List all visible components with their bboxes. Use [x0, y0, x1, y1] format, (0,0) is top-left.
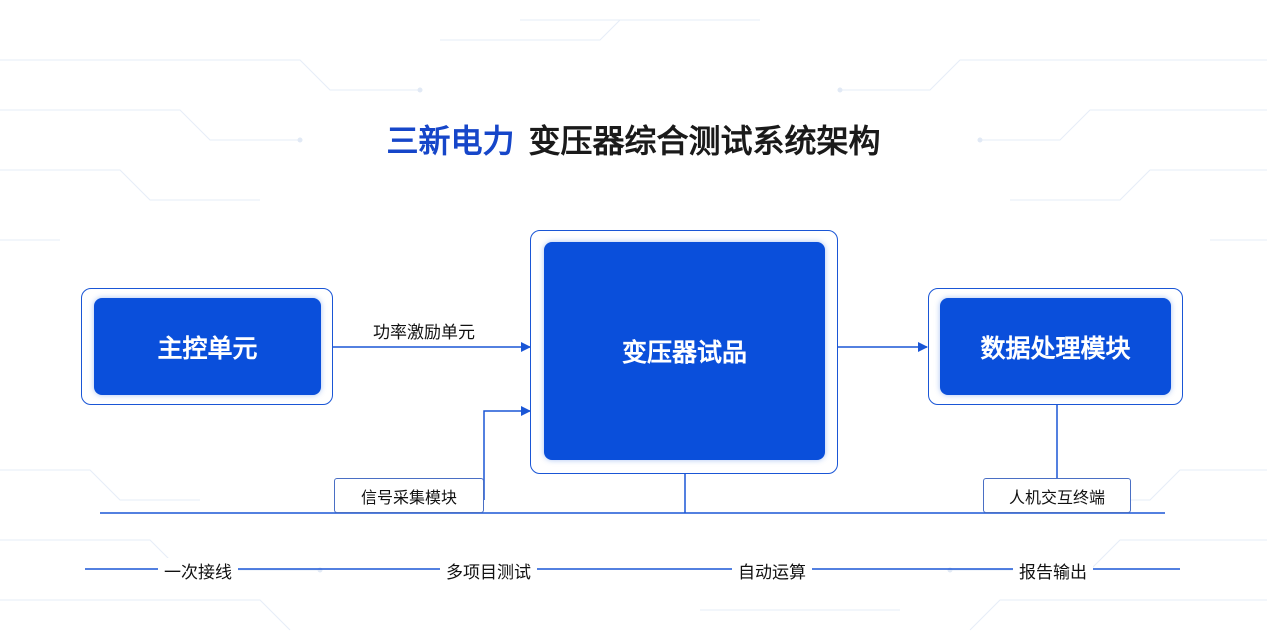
- transformer-block: 变压器试品: [544, 242, 825, 460]
- data-processing-block: 数据处理模块: [940, 298, 1171, 395]
- diagram-title: 三新电力变压器综合测试系统架构: [0, 116, 1267, 162]
- signal-arrow: [483, 406, 531, 500]
- hmi-label: 人机交互终端: [1008, 487, 1105, 507]
- main-control-label: 主控单元: [157, 333, 258, 363]
- process-step: 自动运算: [732, 558, 812, 583]
- signal-acquisition-box: 信号采集模块: [334, 478, 484, 513]
- brand-name: 三新电力: [386, 122, 515, 160]
- process-step: 一次接线: [158, 558, 238, 583]
- excitation-label: 功率激励单元: [373, 323, 475, 343]
- process-step: 报告输出: [1013, 558, 1093, 583]
- data-processing-label: 数据处理模块: [980, 333, 1131, 363]
- main-control-block: 主控单元: [94, 298, 321, 395]
- signal-acquisition-label: 信号采集模块: [360, 487, 457, 507]
- title-main: 变压器综合测试系统架构: [528, 122, 881, 160]
- transformer-label: 变压器试品: [621, 338, 747, 367]
- process-step: 多项目测试: [440, 558, 537, 583]
- hmi-box: 人机交互终端: [983, 478, 1131, 513]
